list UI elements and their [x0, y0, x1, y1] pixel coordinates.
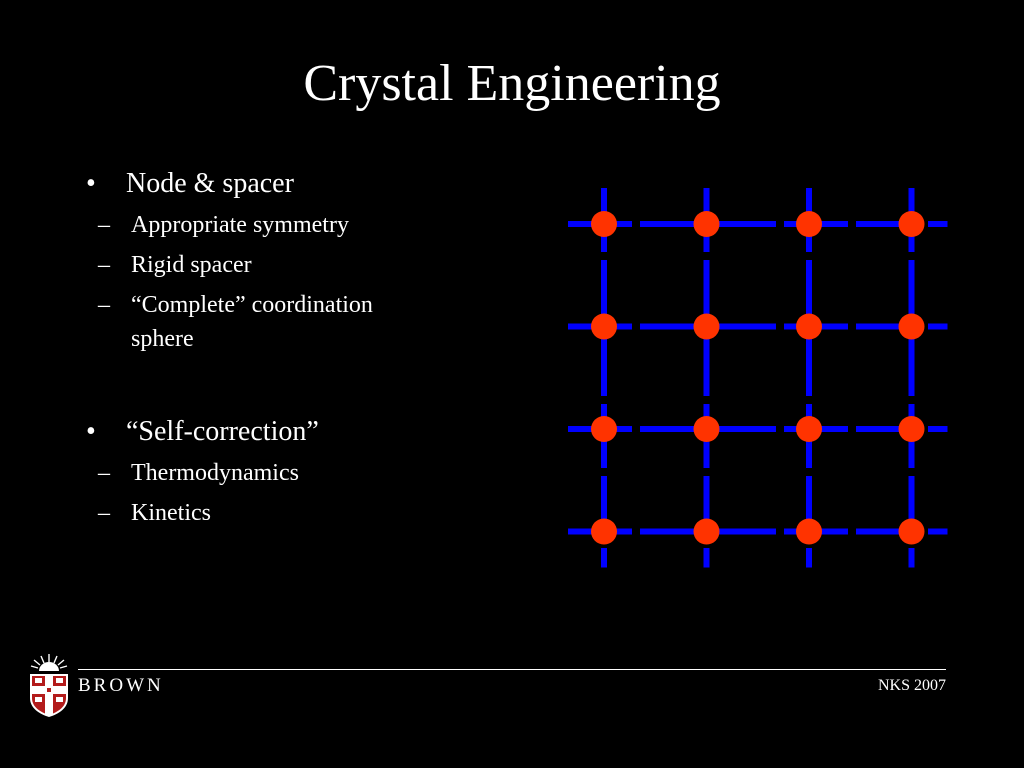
lattice-diagram — [568, 188, 948, 568]
bullet-self-correction: “Self-correction” — [86, 412, 506, 452]
sub-item-complete-coordination: “Complete” coordination sphere — [86, 288, 431, 356]
lattice-node-r4-c1 — [591, 518, 617, 545]
sub-item-appropriate-symmetry: Appropriate symmetry — [86, 208, 506, 242]
slide-title: Crystal Engineering — [303, 55, 721, 112]
lattice-node-r2-c3 — [796, 313, 822, 340]
lattice-node-r3-c1 — [591, 416, 617, 442]
sub-item-rigid-spacer: Rigid spacer — [86, 248, 506, 282]
lattice-node-r3-c3 — [796, 416, 822, 442]
lattice-node-r3-c4 — [898, 416, 925, 442]
lattice-node-r2-c4 — [898, 313, 925, 340]
sub-item-thermodynamics: Thermodynamics — [86, 456, 506, 490]
footer-event-label: NKS 2007 — [877, 677, 946, 694]
lattice-node-r3-c2 — [693, 416, 720, 442]
footer-divider — [78, 669, 946, 670]
lattice-nodes — [591, 211, 925, 545]
sub-item-kinetics: Kinetics — [86, 496, 506, 530]
brand-wordmark: BROWN — [78, 675, 164, 696]
sub-list-node-spacer: Appropriate symmetry Rigid spacer “Compl… — [86, 208, 506, 356]
lattice-node-r4-c3 — [796, 518, 822, 545]
lattice-spacers — [568, 188, 948, 568]
lattice-node-r1-c1 — [591, 211, 617, 237]
lattice-node-r2-c2 — [693, 313, 720, 340]
brown-shield-logo-icon — [30, 654, 68, 717]
sub-list-self-correction: Thermodynamics Kinetics — [86, 456, 506, 530]
lattice-node-r1-c3 — [796, 211, 822, 237]
bullet-node-spacer: Node & spacer — [86, 164, 506, 204]
bullet-list: Node & spacer Appropriate symmetry Rigid… — [86, 164, 506, 536]
lattice-node-r4-c4 — [898, 518, 925, 545]
lattice-node-r2-c1 — [591, 313, 617, 340]
lattice-node-r1-c4 — [898, 211, 925, 237]
lattice-node-r1-c2 — [693, 211, 720, 237]
lattice-node-r4-c2 — [693, 518, 720, 545]
